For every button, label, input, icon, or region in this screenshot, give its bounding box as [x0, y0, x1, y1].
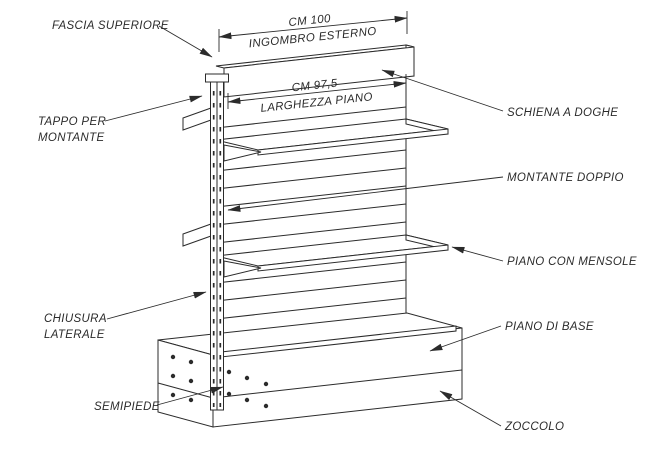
slat-line — [215, 297, 407, 320]
leader-chiusura-laterale — [106, 291, 207, 320]
back-panel-slats — [215, 106, 407, 320]
slat-line — [215, 106, 407, 129]
plinth-left-face — [157, 339, 214, 428]
upright-post — [205, 73, 229, 411]
slat-line — [215, 203, 407, 226]
dimension-value: CM 100 — [288, 13, 332, 29]
plinth-base — [157, 312, 463, 428]
slat-line — [215, 221, 407, 244]
dimension-line — [227, 80, 407, 105]
leader-piano-con-mensole — [451, 246, 504, 262]
shelf-middle — [215, 234, 449, 278]
label-tappo-per-montante-line1: TAPPO PER — [38, 116, 106, 128]
perforation-dot — [188, 378, 194, 384]
slat-line — [215, 167, 407, 190]
perforation-dot — [170, 354, 176, 360]
dimension-overall-width: CM 100 INGOMBRO ESTERNO — [218, 11, 408, 52]
zoccolo-recess-line-front — [212, 369, 463, 399]
shelving-unit-drawing — [157, 44, 463, 428]
dimension-value: CM 97,5 — [291, 78, 338, 95]
leader-semipiede — [156, 386, 224, 406]
dimension-label: INGOMBRO ESTERNO — [248, 26, 377, 51]
perforation-dot — [244, 375, 250, 381]
label-schiena-a-doghe: SCHIENA A DOGHE — [507, 107, 618, 119]
perforation-dot — [263, 381, 269, 387]
slat-line — [215, 149, 407, 172]
perforation-dot — [244, 397, 250, 403]
leader-montante-doppio — [227, 176, 504, 212]
perforation-dot — [188, 359, 194, 365]
zoccolo-recess-line-left — [157, 382, 214, 399]
perforation-dot — [170, 373, 176, 379]
rear-shelf-edge — [182, 107, 212, 131]
perforation-dot — [170, 392, 176, 398]
base-perforations — [170, 354, 269, 409]
perforation-dot — [263, 403, 269, 409]
slat-line — [215, 185, 407, 208]
label-montante-doppio: MONTANTE DOPPIO — [507, 172, 624, 184]
top-fascia — [215, 44, 415, 98]
rear-shelf-edge — [182, 223, 212, 247]
callout-leaders — [104, 25, 504, 427]
shelf-upper — [215, 118, 449, 162]
slat-line — [215, 279, 407, 302]
label-zoccolo: ZOCCOLO — [504, 421, 564, 433]
perforation-dot — [226, 369, 232, 375]
rear-side-shelf-edges — [182, 107, 212, 247]
shelf-front-edge — [257, 128, 449, 156]
label-fascia-superiore: FASCIA SUPERIORE — [52, 20, 169, 32]
label-piano-di-base: PIANO DI BASE — [505, 321, 594, 333]
back-panel-face — [215, 73, 407, 339]
perforation-dot — [226, 391, 232, 397]
dimension-line — [218, 15, 408, 40]
label-piano-con-mensole: PIANO CON MENSOLE — [507, 256, 637, 268]
shelf-front-edge — [257, 244, 449, 272]
callout-labels: FASCIA SUPERIORE TAPPO PER MONTANTE SCHI… — [38, 20, 637, 433]
perforation-dot — [188, 397, 194, 403]
label-chiusura-laterale-line2: LATERALE — [44, 329, 105, 341]
post-top-cap — [205, 73, 229, 83]
label-semipiede: SEMIPIEDE — [94, 401, 160, 413]
label-tappo-per-montante-line2: MONTANTE — [38, 132, 104, 144]
leader-piano-di-base — [429, 325, 502, 352]
back-panel — [215, 73, 407, 339]
leader-zoccolo — [439, 390, 502, 427]
leader-schiena-a-doghe — [381, 69, 504, 112]
slat-line — [215, 261, 407, 284]
leader-tappo-per-montante — [104, 95, 203, 122]
label-chiusura-laterale-line1: CHIUSURA — [44, 313, 107, 325]
leader-fascia-superiore — [158, 25, 213, 58]
